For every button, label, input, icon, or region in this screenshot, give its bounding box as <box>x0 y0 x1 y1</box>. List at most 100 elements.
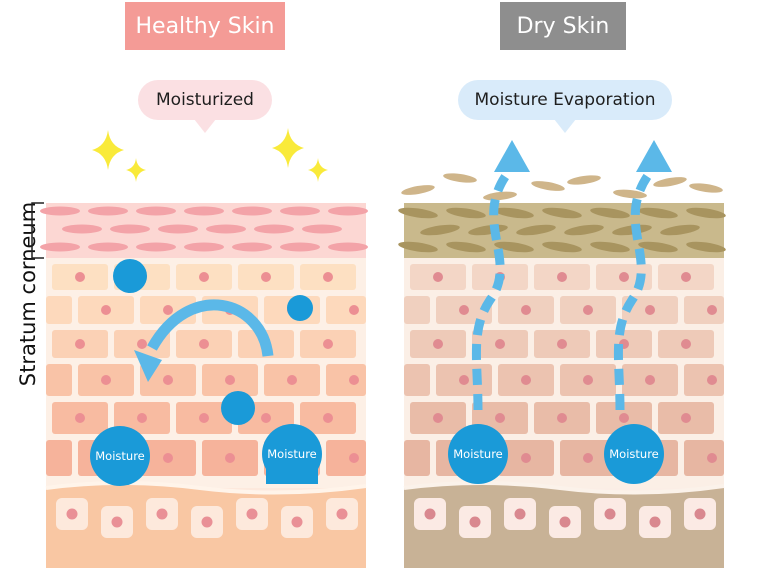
cell-nucleus <box>469 516 481 528</box>
cell-nucleus <box>156 508 168 520</box>
cell-nucleus <box>583 375 593 385</box>
cell-nucleus <box>75 413 85 423</box>
cell-scale <box>398 241 438 253</box>
dry-flake <box>401 185 435 195</box>
cell-nucleus <box>349 375 359 385</box>
cell-nucleus <box>101 305 111 315</box>
cell-scale <box>158 224 198 234</box>
skin-cell <box>404 296 430 324</box>
cell-nucleus <box>137 339 147 349</box>
cell-scale <box>62 224 102 234</box>
skin-cell <box>684 296 724 324</box>
cell-nucleus <box>557 339 567 349</box>
dry-flake <box>531 181 565 191</box>
cell-nucleus <box>694 508 706 520</box>
cell-scale <box>254 224 294 234</box>
cell-nucleus <box>521 305 531 315</box>
cell-scale <box>302 224 342 234</box>
cell-scale <box>590 241 630 253</box>
cell-nucleus <box>163 375 173 385</box>
moisture-label: Moisture <box>609 447 659 461</box>
cell-nucleus <box>583 305 593 315</box>
water-droplet <box>221 391 255 425</box>
cell-scale <box>542 207 582 219</box>
dry-flake <box>613 189 647 199</box>
skin-cell <box>326 364 366 396</box>
skin-cell <box>684 364 724 396</box>
cell-nucleus <box>521 375 531 385</box>
cell-nucleus <box>261 272 271 282</box>
moisture-label: Moisture <box>453 447 503 461</box>
evaporation-path <box>471 167 514 411</box>
cell-nucleus <box>681 272 691 282</box>
stratum-bracket <box>31 202 44 259</box>
cell-scale <box>88 242 128 252</box>
evaporation-arrowhead <box>636 140 672 172</box>
water-droplet <box>113 259 147 293</box>
cell-nucleus <box>66 508 78 520</box>
cell-scale <box>88 206 128 216</box>
cell-scale <box>446 207 486 219</box>
cell-scale <box>206 224 246 234</box>
cell-nucleus <box>287 375 297 385</box>
dry-flake <box>653 177 687 187</box>
cell-nucleus <box>349 453 359 463</box>
cell-scale <box>516 224 556 236</box>
cell-nucleus <box>619 272 629 282</box>
cell-nucleus <box>707 305 717 315</box>
cell-nucleus <box>323 339 333 349</box>
cell-nucleus <box>336 508 348 520</box>
cell-nucleus <box>583 453 593 463</box>
circulation-arrowhead <box>134 350 162 382</box>
cell-nucleus <box>201 516 213 528</box>
cell-scale <box>686 207 726 219</box>
cell-nucleus <box>75 272 85 282</box>
skin-cell <box>684 440 724 476</box>
cell-nucleus <box>246 508 258 520</box>
cell-scale <box>328 242 368 252</box>
cell-scale <box>136 242 176 252</box>
evaporation-path <box>613 167 656 411</box>
cell-nucleus <box>619 413 629 423</box>
cell-nucleus <box>199 413 209 423</box>
cell-nucleus <box>291 516 303 528</box>
cell-scale <box>660 224 700 236</box>
cell-scale <box>40 206 80 216</box>
skin-cell <box>46 296 72 324</box>
cell-nucleus <box>495 413 505 423</box>
cell-nucleus <box>433 339 443 349</box>
skin-cell <box>326 440 366 476</box>
cell-nucleus <box>604 508 616 520</box>
cell-nucleus <box>424 508 436 520</box>
moisturized-bubble: Moisturized <box>138 80 272 120</box>
cell-scale <box>686 241 726 253</box>
water-droplet <box>287 295 313 321</box>
cell-scale <box>494 241 534 253</box>
cell-nucleus <box>225 375 235 385</box>
cell-nucleus <box>163 453 173 463</box>
cell-scale <box>446 241 486 253</box>
cell-scale <box>420 224 460 236</box>
cell-nucleus <box>557 413 567 423</box>
moisture-circle <box>448 424 508 484</box>
cell-nucleus <box>225 453 235 463</box>
cell-scale <box>184 242 224 252</box>
cell-nucleus <box>681 339 691 349</box>
cell-nucleus <box>645 305 655 315</box>
skin-cell <box>404 440 430 476</box>
cell-nucleus <box>323 272 333 282</box>
cell-nucleus <box>459 375 469 385</box>
circulation-arrow <box>147 299 274 357</box>
cell-scale <box>232 206 272 216</box>
cell-scale <box>40 242 80 252</box>
cell-nucleus <box>199 339 209 349</box>
cell-scale <box>398 207 438 219</box>
cell-nucleus <box>521 453 531 463</box>
healthy-skin-panel <box>40 203 368 568</box>
cell-scale <box>590 207 630 219</box>
moisture-evaporation-bubble: Moisture Evaporation <box>458 80 672 120</box>
dry-skin-title: Dry Skin <box>500 2 626 50</box>
cell-scale <box>328 206 368 216</box>
cell-scale <box>494 207 534 219</box>
